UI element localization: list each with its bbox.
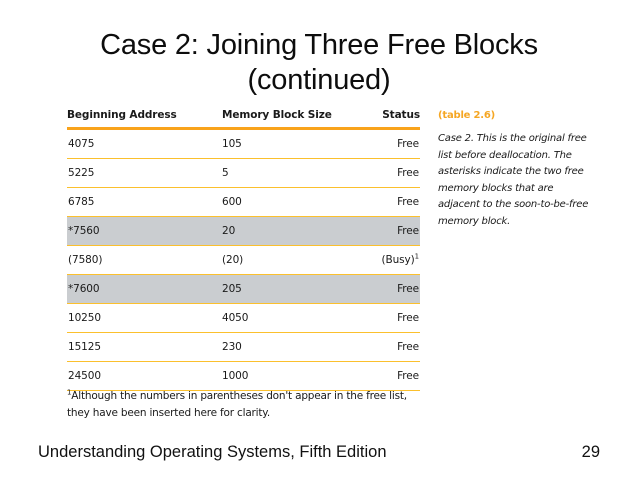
cell-memory-block-size: 105	[220, 128, 350, 159]
cell-beginning-address: 4075	[67, 128, 220, 159]
table-header-row: Beginning Address Memory Block Size Stat…	[67, 109, 420, 130]
caption-label: (table 2.6)	[438, 110, 496, 121]
cell-memory-block-size: 230	[220, 332, 350, 362]
footer-page-number: 29	[581, 443, 600, 461]
cell-beginning-address: (7580)	[67, 245, 220, 275]
footnote-text: Although the numbers in parentheses don'…	[67, 390, 407, 419]
table-caption-panel: (table 2.6) Case 2. This is the original…	[438, 110, 590, 230]
cell-beginning-address: *7560	[67, 216, 220, 246]
page-title: Case 2: Joining Three Free Blocks (conti…	[0, 28, 638, 98]
cell-status: Free	[350, 216, 420, 246]
cell-status-text: (Busy)	[381, 254, 415, 266]
cell-beginning-address: 6785	[67, 187, 220, 217]
cell-status-text: Free	[397, 225, 419, 237]
cell-status-text: Free	[397, 196, 419, 208]
cell-status: Free	[350, 361, 420, 391]
column-header-memory-block-size: Memory Block Size	[220, 109, 350, 130]
cell-status: Free	[350, 303, 420, 333]
footnote-marker: 1	[67, 388, 72, 397]
table-header: Beginning Address Memory Block Size Stat…	[67, 109, 420, 130]
cell-status: Free	[350, 187, 420, 217]
cell-status: Free	[350, 158, 420, 188]
caption-body: Case 2. This is the original free list b…	[438, 133, 589, 227]
table-row: (7580)(20)(Busy)1	[67, 245, 420, 275]
footer-book-title: Understanding Operating Systems, Fifth E…	[38, 443, 387, 461]
free-list-table: Beginning Address Memory Block Size Stat…	[67, 109, 420, 391]
cell-status-text: Free	[397, 341, 419, 353]
cell-status-text: Free	[397, 283, 419, 295]
cell-beginning-address: 5225	[67, 158, 220, 188]
cell-beginning-address: 10250	[67, 303, 220, 333]
column-header-status: Status	[350, 109, 420, 130]
slide-footer: Understanding Operating Systems, Fifth E…	[38, 443, 600, 462]
cell-memory-block-size: 205	[220, 274, 350, 304]
cell-status-text: Free	[397, 167, 419, 179]
cell-memory-block-size: 600	[220, 187, 350, 217]
cell-memory-block-size: 4050	[220, 303, 350, 333]
cell-status-text: Free	[397, 312, 419, 324]
cell-beginning-address: *7600	[67, 274, 220, 304]
page-title-line-1: Case 2: Joining Three Free Blocks	[100, 29, 538, 61]
cell-memory-block-size: 5	[220, 158, 350, 188]
column-header-beginning-address: Beginning Address	[67, 109, 220, 130]
cell-beginning-address: 15125	[67, 332, 220, 362]
cell-status-text: Free	[397, 138, 419, 150]
cell-memory-block-size: 1000	[220, 361, 350, 391]
cell-status-footnote-marker: 1	[414, 252, 419, 261]
table-footnote: 1Although the numbers in parentheses don…	[67, 388, 427, 422]
page-title-line-2: (continued)	[247, 64, 391, 96]
free-list-table-element: Beginning Address Memory Block Size Stat…	[67, 109, 420, 391]
cell-memory-block-size: (20)	[220, 245, 350, 275]
cell-memory-block-size: 20	[220, 216, 350, 246]
cell-status: Free	[350, 128, 420, 159]
cell-status: Free	[350, 274, 420, 304]
cell-beginning-address: 24500	[67, 361, 220, 391]
cell-status-text: Free	[397, 370, 419, 382]
cell-status: (Busy)1	[350, 245, 420, 275]
cell-status: Free	[350, 332, 420, 362]
